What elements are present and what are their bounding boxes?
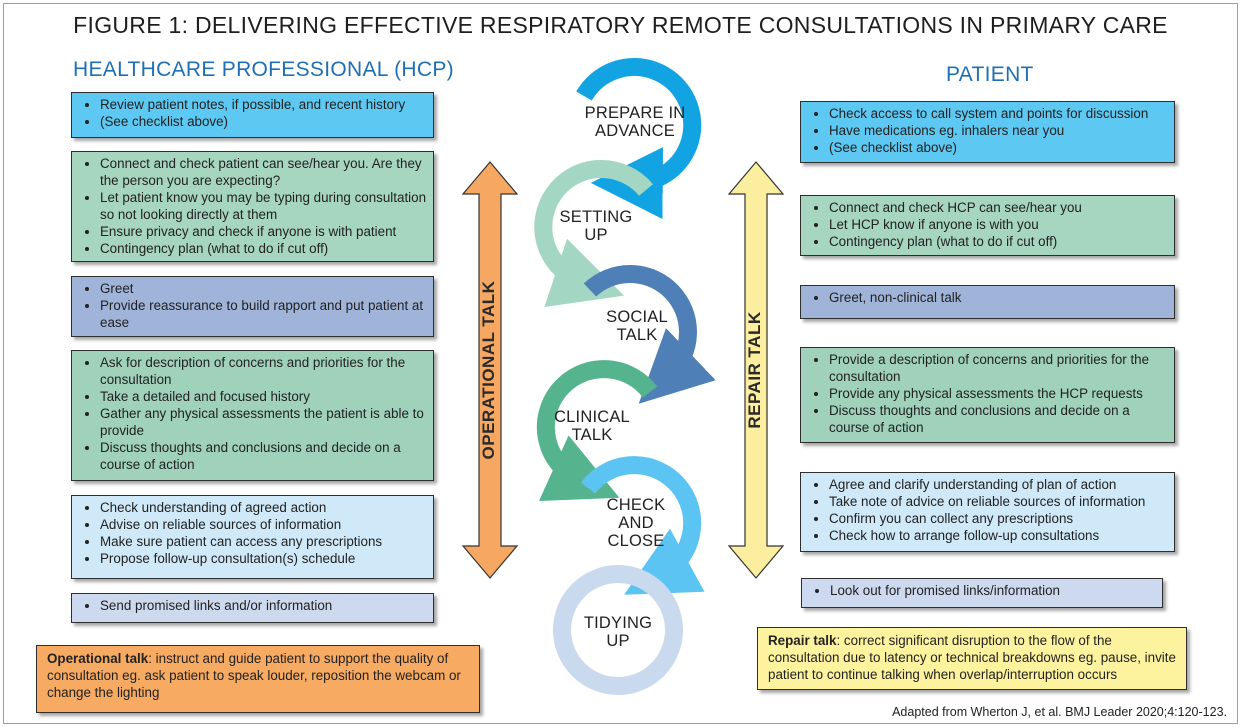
note-definition: : instruct and guide patient to support … — [47, 651, 461, 700]
list-item: Ask for description of concerns and prio… — [100, 354, 427, 388]
list-item: Discuss thoughts and conclusions and dec… — [829, 402, 1168, 436]
step-label-line: PREPARE IN — [584, 104, 686, 122]
hcp-heading: HEALTHCARE PROFESSIONAL (HCP) — [73, 58, 454, 81]
repair-talk-note: Repair talk: correct significant disrupt… — [757, 627, 1187, 690]
list-item: Check understanding of agreed action — [100, 499, 427, 516]
patient-box-prepare: Check access to call system and points f… — [800, 101, 1175, 163]
list-item: Let patient know you may be typing durin… — [100, 189, 427, 223]
list-item: Take a detailed and focused history — [100, 388, 427, 405]
patient-box-check-close: Agree and clarify understanding of plan … — [800, 472, 1175, 552]
patient-box-clinical-talk: Provide a description of concerns and pr… — [800, 347, 1175, 443]
list-item: Review patient notes, if possible, and r… — [100, 96, 427, 113]
list-item: Provide reassurance to build rapport and… — [100, 297, 427, 331]
list-item: Check access to call system and points f… — [829, 105, 1168, 122]
figure-frame — [3, 3, 1238, 724]
patient-box-setting-up: Connect and check HCP can see/hear you L… — [800, 195, 1175, 256]
operational-talk-arrow — [461, 161, 519, 579]
list-item: Ensure privacy and check if anyone is wi… — [100, 223, 427, 240]
hcp-box-clinical-talk: Ask for description of concerns and prio… — [71, 350, 434, 481]
step-label-line: CLINICAL — [554, 408, 630, 426]
step-label-line: SETTING — [559, 208, 633, 226]
list-item: (See checklist above) — [100, 113, 427, 130]
hcp-box-setting-up: Connect and check patient can see/hear y… — [71, 151, 434, 262]
patient-heading: PATIENT — [946, 63, 1034, 86]
step-social-talk: SOCIAL TALK — [582, 308, 692, 344]
step-label-line: CHECK — [606, 496, 666, 514]
note-definition: : correct significant disruption to the … — [768, 633, 1176, 682]
repair-talk-arrow — [727, 161, 785, 579]
operational-talk-label: OPERATIONAL TALK — [479, 280, 498, 460]
list-item: Provide any physical assessments the HCP… — [829, 385, 1168, 402]
list-item: Provide a description of concerns and pr… — [829, 351, 1168, 385]
list-item: Look out for promised links/information — [830, 582, 1156, 599]
figure-title: FIGURE 1: DELIVERING EFFECTIVE RESPIRATO… — [73, 12, 1168, 38]
step-check-and-close: CHECK AND CLOSE — [581, 496, 691, 550]
list-item: Propose follow-up consultation(s) schedu… — [100, 550, 427, 567]
list-item: Let HCP know if anyone is with you — [829, 216, 1168, 233]
list-item: Confirm you can collect any prescription… — [829, 510, 1168, 527]
step-label-line: TALK — [571, 426, 613, 444]
list-item: Connect and check patient can see/hear y… — [100, 155, 427, 189]
source-citation: Adapted from Wherton J, et al. BMJ Leade… — [892, 705, 1227, 719]
step-label-line: SOCIAL — [606, 308, 668, 326]
step-arc-prepare — [576, 58, 702, 220]
list-item: Greet — [100, 280, 427, 297]
step-clinical-talk: CLINICAL TALK — [537, 408, 647, 444]
hcp-box-tidying-up: Send promised links and/or information — [71, 593, 434, 623]
list-item: Connect and check HCP can see/hear you — [829, 199, 1168, 216]
step-arc-setting-up — [534, 159, 653, 307]
note-term: Operational talk — [47, 651, 149, 666]
step-label-line: TIDYING — [583, 614, 653, 632]
step-arc-check-close — [580, 456, 705, 595]
list-item: Greet, non-clinical talk — [829, 289, 1168, 306]
list-item: Discuss thoughts and conclusions and dec… — [100, 439, 427, 473]
step-label-line: UP — [606, 632, 630, 650]
list-item: Check how to arrange follow-up consultat… — [829, 527, 1168, 544]
list-item: Gather any physical assessments the pati… — [100, 405, 427, 439]
step-arc-clinical-talk — [536, 360, 658, 501]
step-tidying-up: TIDYING UP — [563, 614, 673, 650]
patient-box-tidying-up: Look out for promised links/information — [801, 578, 1163, 608]
list-item: Take note of advice on reliable sources … — [829, 493, 1168, 510]
step-label-line: AND — [618, 514, 654, 532]
step-ring-tidying-up — [553, 565, 683, 695]
hcp-box-check-close: Check understanding of agreed action Adv… — [71, 495, 434, 579]
list-item: (See checklist above) — [829, 139, 1168, 156]
list-item: Contingency plan (what to do if cut off) — [100, 240, 427, 257]
step-prepare-in-advance: PREPARE IN ADVANCE — [575, 104, 695, 140]
patient-box-social-talk: Greet, non-clinical talk — [800, 285, 1175, 319]
repair-talk-label: REPAIR TALK — [745, 311, 764, 429]
hcp-box-social-talk: Greet Provide reassurance to build rappo… — [71, 276, 434, 337]
step-arc-social-talk — [583, 265, 716, 404]
note-term: Repair talk — [768, 633, 837, 648]
step-label-line: TALK — [616, 326, 658, 344]
step-label-line: ADVANCE — [595, 122, 675, 140]
step-setting-up: SETTING UP — [541, 208, 651, 244]
list-item: Contingency plan (what to do if cut off) — [829, 233, 1168, 250]
list-item: Agree and clarify understanding of plan … — [829, 476, 1168, 493]
hcp-box-prepare: Review patient notes, if possible, and r… — [71, 92, 434, 138]
operational-talk-note: Operational talk: instruct and guide pat… — [36, 645, 480, 713]
list-item: Advise on reliable sources of informatio… — [100, 516, 427, 533]
step-label-line: UP — [584, 226, 608, 244]
step-label-line: CLOSE — [607, 532, 665, 550]
list-item: Make sure patient can access any prescri… — [100, 533, 427, 550]
process-cycle — [534, 58, 716, 695]
list-item: Send promised links and/or information — [100, 597, 427, 614]
list-item: Have medications eg. inhalers near you — [829, 122, 1168, 139]
